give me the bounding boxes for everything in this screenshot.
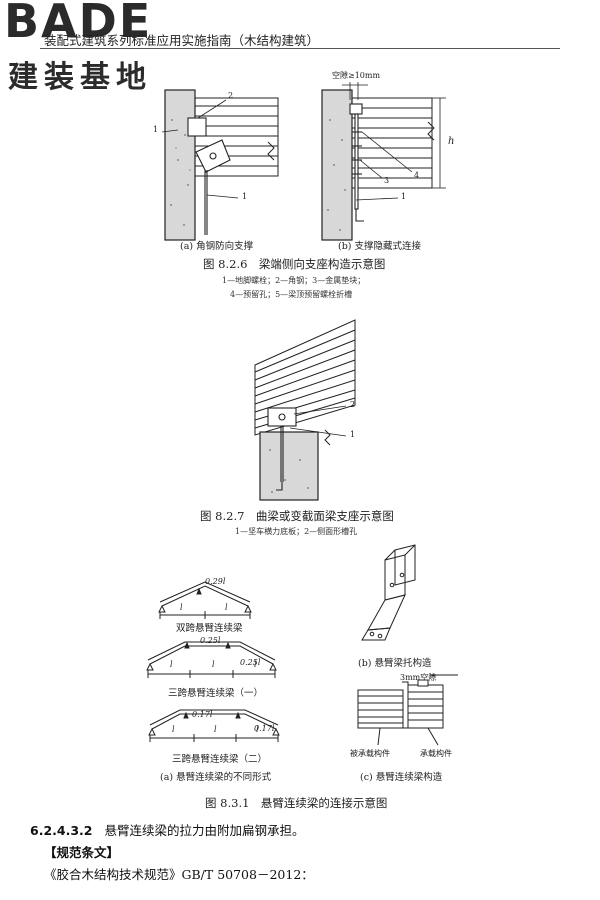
fig831-beam3-dim-left: 0.17l (192, 710, 213, 719)
fig831-cantilever-connection (357, 674, 458, 746)
fig826b-wall (321, 89, 353, 241)
fig826a-beam (194, 97, 279, 177)
norm-heading: 【规范条文】 (44, 845, 120, 860)
fig831-beam1-span-right: l (225, 603, 228, 612)
fig831-subcaption-b: (b) 悬臂梁托构造 (358, 658, 432, 669)
running-title: 装配式建筑系列标准应用实施指南（木结构建筑） (44, 33, 320, 48)
norm-reference: 《胶合木结构技术规范》GB/T 50708－2012： (44, 867, 314, 882)
fig826a-wall (164, 89, 196, 241)
logo-subtitle: 建装基地 (8, 60, 152, 95)
fig826a-subcaption: (a) 角钢防向支撑 (180, 241, 254, 252)
fig827-legend: 1—坚车横力底板；2—侧面形槽孔 (235, 527, 358, 536)
fig831-beam1-label: 双跨悬臂连续梁 (176, 623, 243, 634)
fig831-subcaption-c: (c) 悬臂连续梁构造 (360, 772, 443, 783)
fig831-beam2-span-3: l (254, 660, 257, 669)
fig831-beam3-dim-right: 0.17l (254, 724, 275, 733)
fig826b-callout-1: 1 (401, 192, 407, 201)
fig831-gap-label: 3mm空隙 (400, 673, 437, 682)
fig827-caption: 图 8.2.7 曲梁或变截面梁支座示意图 (200, 509, 394, 523)
fig826a-callout-3: 1 (242, 192, 248, 201)
fig831-caption: 图 8.3.1 悬臂连续梁的连接示意图 (205, 796, 388, 810)
fig826-h-dimension: h (448, 136, 455, 147)
fig826b-callout-3: 3 (384, 176, 390, 185)
fig826b-subcaption: (b) 支撑隐藏式连接 (338, 241, 422, 252)
fig831-subcaption-a: (a) 悬臂连续梁的不同形式 (160, 772, 272, 783)
fig831-supporting-member-label: 承载构件 (420, 749, 452, 758)
fig826-legend-line1: 1—地脚螺栓；2—角钢；3—金属垫块； (222, 276, 366, 285)
fig826b-dimensions (342, 82, 446, 189)
fig826a-angle-steel (187, 117, 231, 235)
fig826-caption: 图 8.2.6 梁端侧向支座构造示意图 (203, 257, 386, 271)
fig826a-callouts (161, 99, 239, 199)
fig831-beam1-dim: 0.29l (205, 577, 226, 586)
fig826-gap-dimension: 空隙≥10mm (332, 71, 381, 80)
page-header: BADE 建装基地 装配式建筑系列标准应用实施指南（木结构建筑） (0, 0, 600, 95)
fig826a-callout-1: 1 (153, 125, 159, 134)
fig827-section-mark (324, 429, 331, 446)
fig826b-beam (351, 97, 433, 189)
fig831-beam-three-span-1 (146, 641, 277, 678)
clause-text: 悬臂连续梁的拉力由附加扁钢承担。 (104, 823, 305, 838)
fig831-supported-member-label: 被承载构件 (350, 749, 390, 758)
figure-8-2-7-drawing (254, 319, 356, 501)
fig831-beam2-dim-right: 0.25l (240, 658, 261, 667)
fig831-beam1-span-left: l (180, 603, 183, 612)
fig831-beam2-dim-left: 0.25l (200, 636, 221, 645)
fig827-callout-1: 1 (350, 430, 356, 439)
fig831-beam2-span-2: l (212, 660, 215, 669)
header-rule (40, 48, 560, 49)
fig831-cantilever-bracket (361, 544, 416, 641)
fig827-support-column (259, 431, 319, 501)
figure-8-3-1-drawing (146, 544, 458, 746)
clause-number: 6.2.4.3.2 (30, 823, 93, 838)
fig831-beam3-span-1: l (172, 725, 175, 734)
fig831-beam3-span-3: l (256, 725, 259, 734)
fig831-beam3-span-2: l (214, 725, 217, 734)
clause-paragraph: 6.2.4.3.2 悬臂连续梁的拉力由附加扁钢承担。 (30, 820, 304, 839)
fig826b-hidden-plate (349, 103, 364, 222)
fig826b-section-mark (427, 121, 435, 141)
fig831-beam3-label: 三跨悬臂连续梁（二） (172, 754, 268, 765)
fig826b-callouts (355, 131, 413, 201)
fig826a-section-mark (267, 141, 275, 161)
fig826b-callout-4: 4 (414, 171, 420, 180)
fig826a-callout-2: 2 (228, 91, 234, 100)
fig827-callout-2: 2 (350, 400, 356, 409)
fig831-beam2-label: 三跨悬臂连续梁（一） (168, 688, 264, 699)
logo-wordmark: BADE (4, 0, 153, 48)
fig827-callouts (289, 405, 347, 437)
fig826-legend-line2: 4—预留孔；5—梁顶预留螺栓折槽 (230, 290, 353, 299)
fig831-beam2-span-1: l (170, 660, 173, 669)
fig827-bearing-plate (267, 407, 297, 491)
fig831-beam-two-span (158, 581, 252, 619)
figure-8-2-6-drawing (161, 82, 446, 241)
fig831-beam-three-span-2 (148, 709, 280, 742)
